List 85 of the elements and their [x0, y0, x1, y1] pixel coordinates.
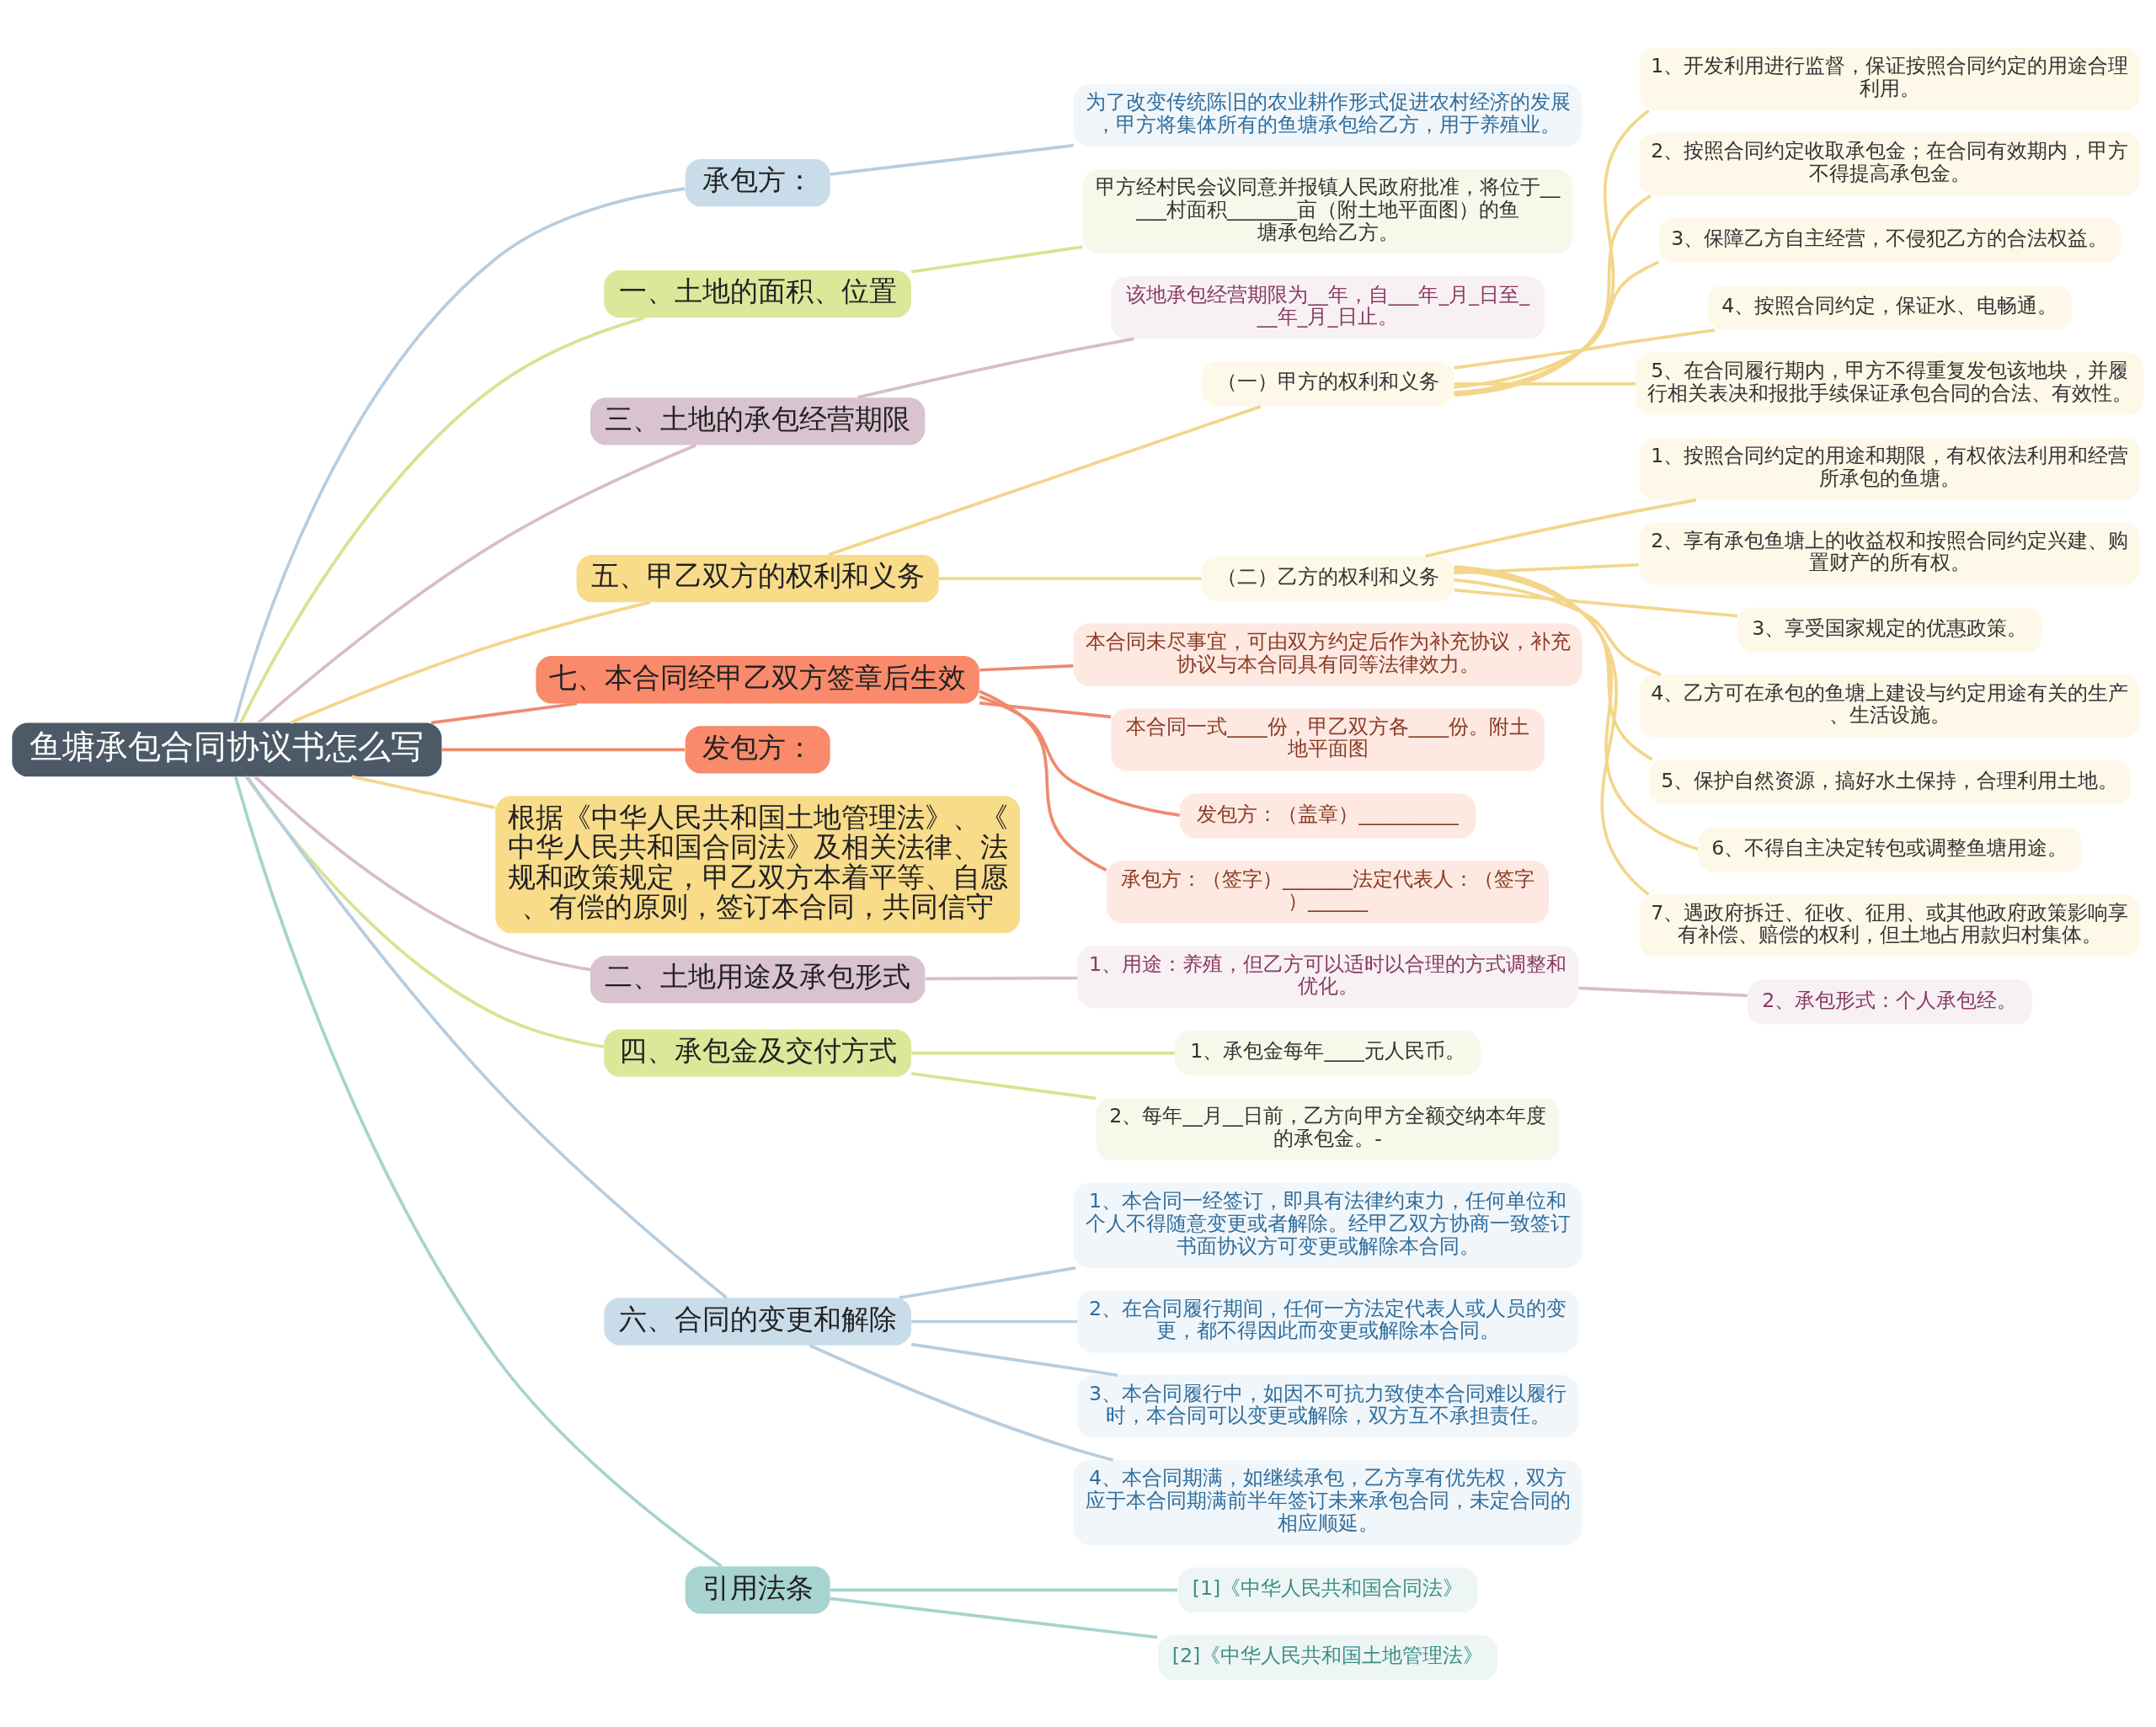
connector — [1454, 381, 1636, 386]
connector — [979, 695, 1180, 817]
connector — [979, 689, 1107, 871]
connector — [979, 664, 1074, 672]
node-box: 该地承包经营期限为__年，自___年_月_日至___年_月_日止。 — [1111, 275, 1545, 338]
node-box: 5、在合同履行期内，甲方不得重复发包该地块，并履行相关表决和报批手续保证承包合同的合法、有效性。 — [1636, 352, 2144, 415]
connector — [290, 600, 651, 724]
connector — [1578, 986, 1748, 997]
connector — [1454, 328, 1716, 370]
node-box: （二）乙方的权利和义务 — [1201, 555, 1454, 601]
node-box: 1、开发利用进行监督，保证按照合同约定的用途合理利用。 — [1639, 47, 2141, 110]
connector — [857, 337, 1134, 399]
connector — [245, 776, 728, 1298]
node-box: 七、本合同经甲乙双方签章后生效 — [536, 655, 979, 703]
connector — [1454, 562, 1639, 574]
connector — [910, 1071, 1097, 1100]
node-box: 4、本合同期满，如继续承包，乙方享有优先权，双方应于本合同期满前半年签订未来承包合同，未定合同的相应顺延。 — [1073, 1459, 1582, 1545]
node-box: 鱼塘承包合同协议书怎么写 — [12, 722, 442, 776]
node-box: 5、保护自然资源，搞好水土保持，合理利用土地。 — [1648, 759, 2132, 805]
connector — [979, 701, 1112, 718]
node-box: 2、每年__月__日前，乙方向甲方全额交纳本年度的承包金。- — [1096, 1097, 1560, 1160]
node-box: 2、按照合同约定收取承包金；在合同有效期内，甲方不得提高承包金。 — [1639, 132, 2141, 195]
connector — [233, 186, 686, 723]
node-box: [2]《中华人民共和国土地管理法》 — [1157, 1634, 1498, 1680]
node-box: 承包方：（签字）_______法定代表人：（签字）______ — [1107, 860, 1550, 923]
connector — [830, 143, 1074, 176]
node-box: 三、土地的承包经营期限 — [590, 397, 926, 445]
node-box: 二、土地用途及承包形式 — [590, 955, 926, 1003]
connector — [1454, 566, 1699, 850]
connector — [828, 404, 1262, 557]
connector — [911, 1051, 1175, 1054]
node-box: 1、按照合同约定的用途和期限，有权依法利用和经营所承包的鱼塘。 — [1639, 437, 2141, 500]
node-box: 6、不得自主决定转包或调整鱼塘用途。 — [1698, 826, 2082, 872]
node-box: （一）甲方的权利和义务 — [1201, 360, 1454, 406]
connector — [830, 1587, 1177, 1591]
node-box: 本合同一式____份，甲乙双方各____份。附土地平面图 — [1111, 707, 1545, 770]
node-box: [1]《中华人民共和国合同法》 — [1177, 1567, 1478, 1612]
node-box: 一、土地的面积、位置 — [604, 269, 912, 317]
connector — [899, 1266, 1076, 1299]
connector — [1454, 578, 1662, 676]
connector — [1454, 568, 1653, 761]
connector — [253, 775, 591, 971]
node-box: 1、本合同一经签订，即具有法律约束力，任何单位和个人不得随意变更或者解除。经甲乙双方协商一致签订书面协议方可变更或解除本合同。 — [1073, 1182, 1582, 1268]
node-box: 承包方： — [685, 158, 830, 206]
connector — [925, 976, 1078, 980]
connector — [430, 701, 578, 724]
node-box: 1、承包金每年____元人民币。 — [1174, 1030, 1481, 1075]
node-box: 4、乙方可在承包的鱼塘上建设与约定用途有关的生产、生活设施。 — [1639, 674, 2141, 737]
connector — [910, 244, 1083, 274]
connector — [911, 1319, 1078, 1323]
connector — [808, 1343, 1114, 1462]
node-box: 2、承包形式：个人承包经。 — [1747, 978, 2032, 1025]
node-box: 发包方：（盖章）__________ — [1179, 792, 1476, 839]
connector — [1454, 588, 1738, 617]
connector — [257, 443, 697, 724]
node-box: 为了改变传统陈旧的农业耕作形式促进农村经济的发展，甲方将集体所有的鱼塘承包给乙方，用于养殖业。 — [1073, 83, 1582, 147]
connector — [351, 774, 496, 809]
node-box: 五、甲乙双方的权利和义务 — [576, 554, 939, 602]
node-box: 7、遇政府拆迁、征收、征用、或其他政府政策影响享有补偿、赔偿的权利，但土地占用款归村集体。 — [1639, 893, 2141, 957]
node-box: 引用法条 — [685, 1565, 830, 1613]
connector — [1454, 259, 1660, 389]
connector — [1454, 194, 1652, 394]
node-box: 甲方经村民会议同意并报镇人民政府批准，将位于_____村面积_______亩（附土地平面图）的鱼塘承包给乙方。 — [1082, 168, 1573, 254]
node-box: 四、承包金及交付方式 — [604, 1029, 912, 1077]
connector — [239, 316, 645, 723]
connector — [830, 1596, 1158, 1639]
connector — [938, 576, 1202, 580]
node-box: 4、按照合同约定，保证水、电畅通。 — [1708, 285, 2072, 330]
node-box: 3、本合同履行中，如因不可抗力致使本合同难以履行时，本合同可以变更或解除，双方互不承担责任。 — [1077, 1374, 1578, 1437]
connector — [244, 775, 605, 1048]
node-box: 六、合同的变更和解除 — [604, 1297, 912, 1346]
node-box: 3、享受国家规定的优惠政策。 — [1737, 606, 2042, 653]
connector — [441, 747, 685, 751]
node-box: 3、保障乙方自主经营，不侵犯乙方的合法权益。 — [1658, 217, 2121, 263]
connector — [910, 1342, 1118, 1377]
node-box: 根据《中华人民共和国土地管理法》、《中华人民共和国合同法》及相关法律、法规和政策规定，甲乙双方本着平等、自愿、有偿的原则，签订本合同，共同信守 — [495, 795, 1021, 933]
connector — [1425, 498, 1697, 557]
node-box: 2、在合同履行期间，任何一方法定代表人或人员的变更，都不得因此而变更或解除本合同。 — [1077, 1289, 1578, 1353]
node-box: 1、用途：养殖，但乙方可以适时以合理的方式调整和优化。 — [1077, 945, 1578, 1008]
connector — [1454, 109, 1650, 397]
connector — [233, 776, 723, 1567]
node-box: 本合同未尽事宜，可由双方约定后作为补充协议，补充协议与本合同具有同等法律效力。 — [1073, 623, 1582, 686]
node-box: 2、享有承包鱼塘上的收益权和按照合同约定兴建、购置财产的所有权。 — [1639, 521, 2141, 585]
connector — [1454, 564, 1650, 896]
node-box: 发包方： — [685, 725, 830, 773]
